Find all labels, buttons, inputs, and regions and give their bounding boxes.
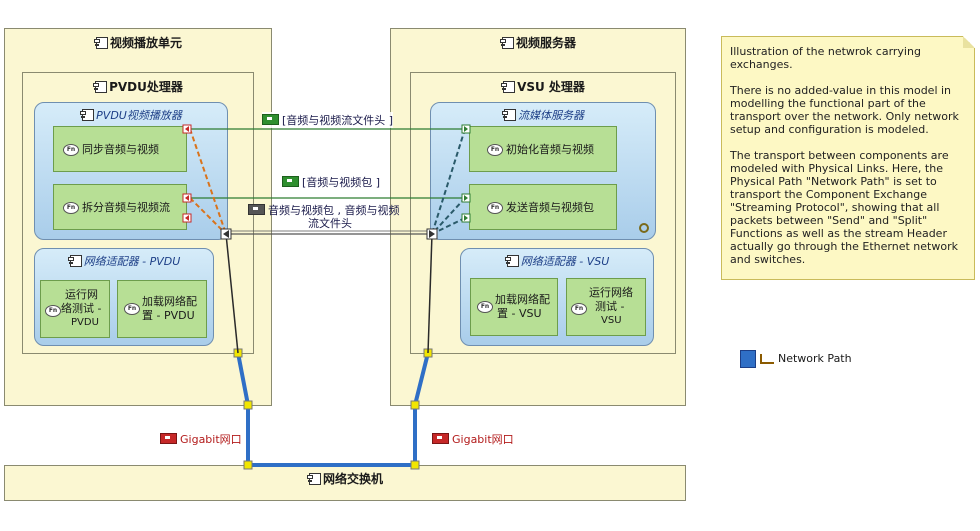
node-icon [306, 473, 321, 485]
node-network-switch[interactable]: 网络交换机 [4, 465, 686, 501]
component-exchange-label[interactable]: 音频与视频包 , 音频与视频 流文件头 [248, 204, 400, 230]
function-label-line: 置 - PVDU [142, 309, 195, 322]
exchange-header-label[interactable]: [音频与视频流文件头 ] [262, 112, 394, 128]
note-paragraph: There is no added-value in this model in… [730, 84, 959, 136]
component-title: 网络适配器 - VSU [520, 255, 610, 268]
function-label-line: VSU [601, 315, 622, 326]
processor-title: PVDU处理器 [109, 80, 183, 94]
legend-label: Network Path [778, 352, 852, 365]
function-label-line: 置 - VSU [497, 307, 542, 320]
function-icon: Fn [571, 303, 587, 315]
function-label: 发送音频与视频包 [506, 201, 594, 214]
processor-title: VSU 处理器 [517, 80, 585, 94]
function-icon: Fn [487, 202, 503, 214]
physical-link-icon [160, 433, 177, 444]
node-title: 视频播放单元 [109, 36, 182, 50]
note-box[interactable]: Illustration of the netwrok carrying exc… [721, 36, 975, 280]
exchange-icon [282, 176, 299, 187]
physical-link-text: Gigabit网口 [180, 433, 242, 446]
function-label-line: 运行网络 [589, 286, 633, 299]
function-label-line: 加载网络配 [495, 293, 550, 306]
node-title: 视频服务器 [515, 36, 576, 50]
function-icon: Fn [63, 144, 79, 156]
component-icon [504, 255, 519, 267]
function-label-line: 运行网 [65, 288, 98, 301]
function-icon: Fn [477, 301, 493, 313]
component-exchange-text-line2: 流文件头 [308, 217, 352, 230]
link-icon [639, 223, 649, 233]
function-init-av[interactable]: Fn 初始化音频与视频 [469, 126, 617, 172]
port-icon [243, 400, 253, 410]
function-icon: Fn [487, 144, 503, 156]
exchange-header-text: [音频与视频流文件头 ] [282, 114, 394, 127]
function-split-av[interactable]: Fn 拆分音频与视频流 [53, 184, 187, 230]
port-icon [410, 460, 420, 470]
function-label: 拆分音频与视频流 [82, 201, 170, 214]
function-label: 同步音频与视频 [82, 143, 159, 156]
function-label-line: 测试 - [595, 300, 625, 313]
processor-icon [501, 81, 516, 93]
function-icon: Fn [45, 305, 61, 317]
function-label-line: PVDU [71, 317, 99, 328]
function-icon: Fn [124, 303, 140, 315]
port-icon [410, 400, 420, 410]
physical-link-label-right[interactable]: Gigabit网口 [432, 431, 514, 447]
legend-network-path[interactable]: Network Path [740, 350, 870, 370]
exchange-packet-text: [音频与视频包 ] [302, 176, 381, 189]
port-icon [243, 460, 253, 470]
component-icon [502, 109, 516, 121]
component-title: 网络适配器 - PVDU [83, 255, 181, 268]
function-label-line: 络测试 - [61, 302, 102, 315]
physical-link-icon [432, 433, 449, 444]
node-icon [93, 37, 108, 49]
exchange-packet-label[interactable]: [音频与视频包 ] [282, 174, 381, 190]
note-paragraph: Illustration of the netwrok carrying exc… [730, 45, 921, 71]
function-sync-av[interactable]: Fn 同步音频与视频 [53, 126, 187, 172]
processor-icon [93, 81, 108, 93]
physical-path-icon [760, 354, 774, 364]
function-run-net-test-vsu[interactable]: Fn 运行网络 测试 - VSU [566, 278, 646, 336]
component-icon [67, 255, 82, 267]
node-title: 网络交换机 [322, 472, 383, 486]
function-send-av-packets[interactable]: Fn 发送音频与视频包 [469, 184, 617, 230]
function-label: 初始化音频与视频 [506, 143, 594, 156]
component-exchange-text: 音频与视频包 , 音频与视频 [268, 204, 400, 217]
function-load-net-config-pvdu[interactable]: Fn 加载网络配 置 - PVDU [117, 280, 207, 338]
physical-link-text: Gigabit网口 [452, 433, 514, 446]
note-paragraph: The transport between components are mod… [730, 149, 958, 266]
function-load-net-config-vsu[interactable]: Fn 加载网络配 置 - VSU [470, 278, 558, 336]
component-icon [80, 109, 95, 121]
node-icon [499, 37, 514, 49]
component-title: PVDU视频播放器 [96, 109, 182, 122]
legend-swatch [740, 350, 756, 368]
component-exchange-icon [248, 204, 265, 215]
function-label-line: 加载网络配 [142, 295, 197, 308]
physical-link-label-left[interactable]: Gigabit网口 [160, 431, 242, 447]
function-icon: Fn [63, 202, 79, 214]
component-title: 流媒体服务器 [518, 109, 584, 122]
exchange-icon [262, 114, 279, 125]
function-run-net-test-pvdu[interactable]: Fn 运行网 络测试 - PVDU [40, 280, 110, 338]
